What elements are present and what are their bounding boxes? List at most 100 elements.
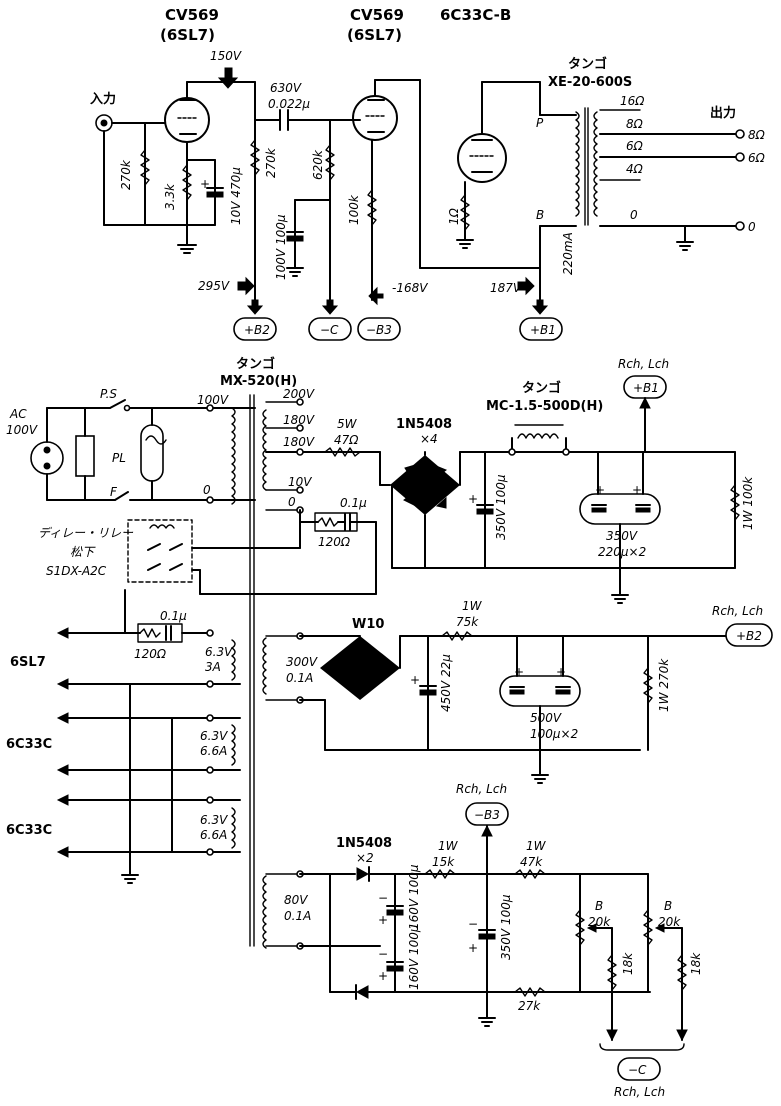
sec80-coil: [262, 875, 267, 949]
r75: 75k: [456, 615, 479, 629]
tube1-equiv: (6SL7): [160, 26, 215, 44]
b2-arrow: [217, 67, 239, 89]
rch-lch-c: Rch, Lch: [614, 1085, 665, 1099]
tube3-type: 6C33C-B: [440, 6, 511, 24]
svg-text:+: +: [378, 969, 388, 983]
diode-label: 1N5408: [396, 417, 452, 432]
svg-text:−: −: [468, 917, 478, 931]
r18k-2: 18k: [689, 952, 703, 975]
dual-cap-block-1: [579, 493, 661, 525]
bridge-label: W10: [352, 617, 384, 632]
svg-text:−: −: [378, 947, 388, 961]
v-neg168-label: -168V: [392, 281, 428, 295]
snub-res: 120Ω: [318, 535, 351, 549]
switch-ps: P.S: [100, 387, 117, 401]
svg-text:+B2: +B2: [736, 629, 762, 643]
input-jack: [95, 114, 113, 132]
sec-180a: 180V: [283, 413, 315, 427]
cap500-c: 100μ×2: [530, 727, 578, 741]
out-8: 8Ω: [748, 128, 766, 142]
opt-maker: タンゴ: [568, 56, 607, 72]
node-c-amp: −C: [308, 317, 352, 341]
v-295-label: 295V: [198, 279, 230, 293]
svg-text:+: +: [200, 177, 210, 191]
current-label: 220mA: [561, 232, 575, 275]
svg-text:+: +: [468, 941, 478, 955]
tube2-symbol: [352, 95, 398, 141]
r-plate2-label: 620k: [311, 149, 325, 180]
cap-dec-label: 100V 100μ: [274, 214, 288, 280]
vr-b1: B: [595, 899, 603, 913]
svg-text:+B1: +B1: [530, 323, 556, 337]
b2-voltage: 150V: [210, 49, 242, 63]
coupling-cap-voltage: 630V: [270, 81, 302, 95]
heater1-a: 3A: [205, 660, 221, 674]
out-6: 6Ω: [748, 151, 766, 165]
sec80-v: 80V: [284, 893, 308, 907]
pri-100: 100V: [197, 393, 229, 407]
choke-model: MC-1.5-500D(H): [486, 399, 603, 414]
svg-text:−C: −C: [628, 1063, 647, 1077]
heater1-coil: [231, 639, 236, 681]
out-6c33c-b: 6C33C: [6, 823, 52, 838]
svg-text:+: +: [468, 492, 478, 506]
heater3-a: 6.6A: [200, 828, 227, 842]
cap350b-label: 350V 100μ: [499, 894, 513, 960]
diode2-label: 1N5408: [336, 836, 392, 851]
vr-20k-1: 20k: [588, 915, 611, 929]
r-47: 47Ω: [334, 433, 359, 447]
heater2-v: 6.3V: [200, 729, 228, 743]
tap-16: 16Ω: [620, 94, 645, 108]
pilot-label: PL: [112, 451, 126, 465]
r-cathode3-label: 1Ω: [447, 207, 461, 225]
r-1w-100k: 1W 100k: [741, 476, 755, 530]
ac-label: AC: [9, 407, 27, 421]
relay-line3: S1DX-A2C: [46, 564, 107, 578]
pilot-lamp-icon: [140, 424, 167, 482]
rch-lch-b3: Rch, Lch: [456, 782, 507, 796]
snub-cap: 0.1μ: [340, 496, 367, 510]
sec-10: 10V: [288, 475, 312, 489]
tube1-symbol: [164, 97, 210, 143]
ac-voltage: 100V: [6, 423, 38, 437]
r-cathode-label: 3.3k: [163, 183, 177, 210]
svg-text:−: −: [378, 891, 388, 905]
choke-maker: タンゴ: [522, 380, 561, 396]
tube1-type: CV569: [165, 6, 219, 24]
node-b1-psu: +B1: [623, 375, 667, 399]
hv-snub-cap: 0.1μ: [160, 609, 187, 623]
hv-snub-res: 120Ω: [134, 647, 167, 661]
node-b2-psu: +B2: [725, 623, 773, 647]
node-b1-amp: +B1: [519, 317, 563, 341]
node-b3-psu: −B3: [465, 802, 509, 826]
svg-text:−B3: −B3: [474, 808, 500, 822]
tap-p: P: [536, 116, 544, 130]
diode-lower: [355, 984, 369, 1000]
r15: 15k: [432, 855, 455, 869]
choke-coil: [514, 424, 564, 439]
relay-line1: ディレー・リレー: [38, 526, 134, 540]
pt-maker: タンゴ: [236, 356, 275, 372]
sec300-coil: [262, 637, 267, 695]
cap-350-label: 350V 100μ: [494, 474, 508, 540]
relay-line2: 松下: [70, 545, 96, 559]
opt-model: XE-20-600S: [548, 75, 632, 90]
r75-w: 1W: [462, 599, 483, 613]
sec-180b: 180V: [283, 435, 315, 449]
sec-0: 0: [288, 495, 296, 509]
svg-text:−B3: −B3: [366, 323, 392, 337]
input-label: 入力: [90, 91, 116, 107]
r-grid-label: 270k: [119, 159, 133, 190]
cap160a-label: 160V 100μ: [407, 864, 421, 930]
heater2-coil: [231, 724, 236, 766]
svg-text:+: +: [378, 913, 388, 927]
opt-secondary-coil: [593, 111, 598, 217]
cap500-v: 500V: [530, 711, 562, 725]
r15-w: 1W: [438, 839, 459, 853]
pt-model: MX-520(H): [220, 374, 297, 389]
diode-count: ×4: [420, 432, 438, 446]
vr-b2: B: [664, 899, 672, 913]
out-6c33c-a: 6C33C: [6, 737, 52, 752]
r-5w: 5W: [337, 417, 358, 431]
v-187-label: 187V: [490, 281, 522, 295]
